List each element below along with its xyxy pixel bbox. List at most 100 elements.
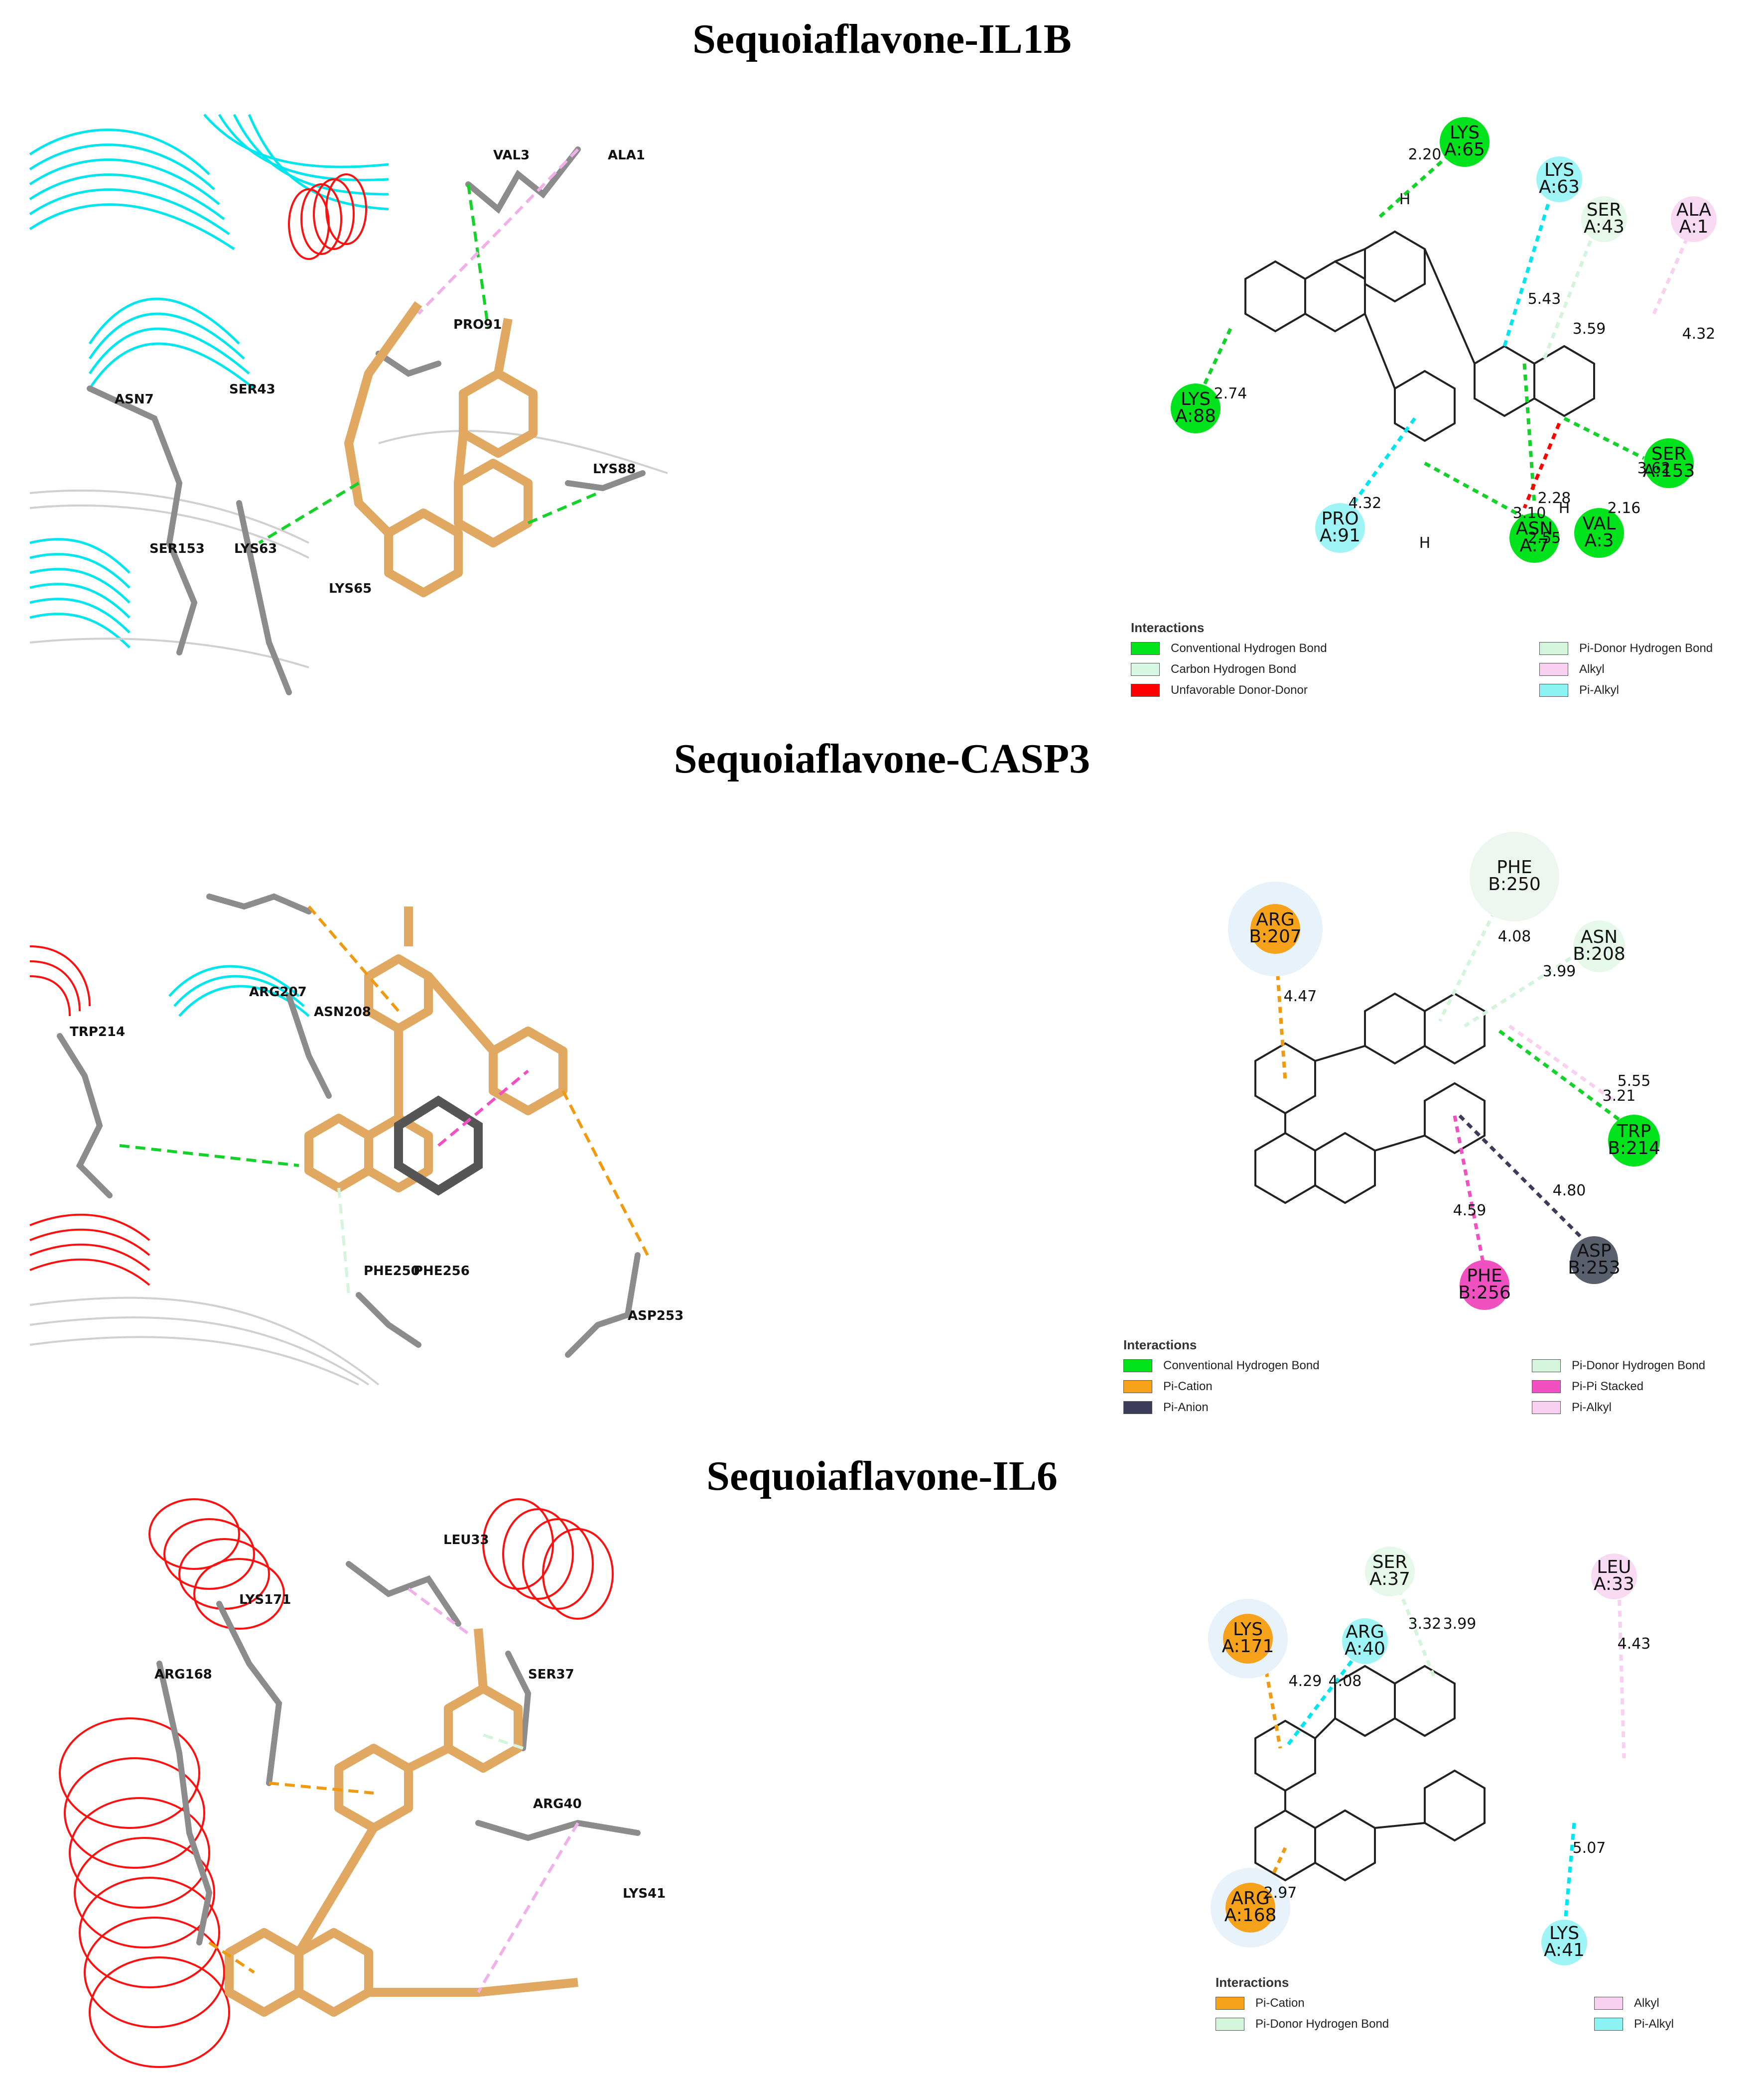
distance-label: 4.08	[1329, 1673, 1362, 1690]
residue-discs	[1228, 832, 1660, 1310]
residue-disc	[1225, 1883, 1275, 1933]
interaction-dashes	[258, 148, 599, 544]
residue-chain: A:91	[1320, 525, 1360, 546]
residue-disc	[1644, 438, 1694, 488]
label-3d: ALA1	[608, 148, 645, 163]
residue-name: ALA	[1676, 200, 1712, 220]
legend-swatch	[1532, 1380, 1561, 1393]
distance-label: 4.32	[1349, 495, 1382, 512]
legend-item: Carbon Hydrogen Bond	[1131, 662, 1539, 676]
residue-chain: A:7	[1519, 535, 1549, 556]
residue-chain: B:208	[1573, 944, 1626, 964]
legend-item: Pi-Anion	[1123, 1401, 1532, 1415]
residue-name: ASN	[1516, 518, 1553, 539]
distance-label: 4.29	[1289, 1673, 1322, 1690]
residue-name: LYS	[1549, 1923, 1579, 1943]
label-3d: SER37	[528, 1667, 574, 1682]
legend-swatch	[1216, 1997, 1244, 2010]
ligand-sticks	[304, 907, 567, 1192]
legend-label: Pi-Anion	[1163, 1401, 1209, 1414]
legend-label: Conventional Hydrogen Bond	[1171, 642, 1327, 655]
residue-discs	[1171, 117, 1717, 563]
residue-chain: B:256	[1458, 1283, 1511, 1303]
distance-label: 4.08	[1498, 928, 1531, 945]
legend-swatch	[1123, 1359, 1152, 1372]
residue-name: LEU	[1597, 1557, 1631, 1577]
residue-chain: A:43	[1584, 217, 1625, 237]
legend-title: Interactions	[1131, 620, 1205, 635]
residue-name: VAL	[1582, 514, 1616, 534]
residue-disc-halo	[1470, 832, 1559, 921]
residue-chain: A:171	[1222, 1636, 1274, 1657]
panel-title-il6: Sequoiaflavone-IL6	[706, 1453, 1058, 1499]
legend-label: Pi-Alkyl	[1579, 683, 1620, 697]
residue-name: ARG	[1256, 909, 1295, 930]
legend-label: Pi-Alkyl	[1572, 1401, 1612, 1414]
hydrogen-label: H	[1419, 534, 1431, 552]
distance-label: 4.80	[1553, 1182, 1586, 1199]
protein-sticks	[57, 893, 641, 1358]
legend-item: Pi-Alkyl	[1539, 683, 1759, 697]
residue-disc	[1581, 196, 1627, 242]
distance-label: 3.59	[1573, 320, 1606, 338]
residue-disc	[1570, 1236, 1618, 1284]
residue-disc	[1541, 1920, 1587, 1965]
legend-swatch	[1594, 2018, 1623, 2031]
residue-disc	[1536, 156, 1582, 202]
residue-chain: A:37	[1369, 1569, 1410, 1589]
red-helix	[29, 945, 150, 1286]
distance-label: 2.55	[1528, 529, 1561, 547]
hydrogen-label: H	[1559, 500, 1570, 517]
label-3d: TRP214	[70, 1025, 125, 1039]
legend-swatch	[1131, 663, 1160, 676]
residue-chain: A:1	[1679, 217, 1708, 237]
2d-diagram-casp3: ARG B:207 PHE B:250 ASN B:208 TRP B:214 …	[1228, 832, 1660, 1310]
ligand-sticks	[344, 301, 538, 597]
interaction-dashes	[208, 1587, 579, 1993]
cyan-ribbons	[29, 114, 389, 648]
residue-disc	[1223, 1614, 1273, 1664]
legend-il1b: Interactions Conventional Hydrogen Bond …	[1131, 620, 1759, 697]
3d-view-il1b: VAL3 ALA1 PRO91 ASN7 SER43 LYS88 SER153 …	[29, 114, 668, 695]
legend-label: Pi-Donor Hydrogen Bond	[1579, 642, 1713, 655]
residue-chain: A:41	[1544, 1940, 1585, 1960]
legend-item: Pi-Cation	[1123, 1380, 1532, 1394]
residue-disc	[1591, 1554, 1637, 1599]
legend-label: Pi-Cation	[1163, 1380, 1213, 1393]
distance-label: 5.07	[1573, 1839, 1606, 1857]
residue-chain: A:88	[1175, 406, 1216, 426]
2d-diagram-il6: SER A:37 LEU A:33 LYS A:171 ARG A:40 LYS…	[1208, 1547, 1650, 1965]
legend-title: Interactions	[1216, 1975, 1289, 1990]
residue-chain: A:33	[1594, 1574, 1634, 1594]
legend-swatch	[1539, 663, 1568, 676]
residue-name: PRO	[1321, 509, 1358, 529]
residue-disc	[1671, 196, 1717, 242]
legend-label: Pi-Pi Stacked	[1572, 1380, 1644, 1393]
red-helix	[288, 173, 367, 260]
residue-disc	[1574, 508, 1624, 558]
residue-chain: A:3	[1584, 530, 1614, 551]
legend-item: Alkyl	[1594, 1996, 1744, 2010]
distance-label: 4.32	[1682, 325, 1716, 343]
legend-item: Pi-Alkyl	[1594, 2017, 1744, 2031]
residue-name: TRP	[1617, 1121, 1651, 1142]
2d-diagram-il1b: LYS A:65 LYS A:63 SER A:43 ALA A:1 LYS A…	[1171, 117, 1717, 563]
legend-swatch	[1131, 642, 1160, 655]
protein-sticks	[87, 146, 646, 695]
residue-discs	[1208, 1547, 1637, 1965]
residue-name: SER	[1651, 444, 1687, 464]
label-3d: ASP253	[628, 1308, 683, 1323]
legend-swatch	[1539, 642, 1568, 655]
legend-label: Pi-Donor Hydrogen Bond	[1572, 1359, 1706, 1372]
residue-chain: A:40	[1345, 1639, 1385, 1659]
ligand-sticks	[225, 1628, 578, 2017]
red-helix	[59, 1498, 614, 2068]
legend-swatch	[1594, 1997, 1623, 2010]
residue-name: PHE	[1496, 857, 1532, 878]
residue-disc	[1342, 1618, 1388, 1664]
distance-label: 4.47	[1284, 988, 1317, 1005]
residue-disc	[1315, 503, 1365, 553]
protein-sticks	[156, 1561, 641, 1945]
distance-label: 3.32	[1408, 1615, 1442, 1633]
residue-disc	[1440, 117, 1490, 167]
